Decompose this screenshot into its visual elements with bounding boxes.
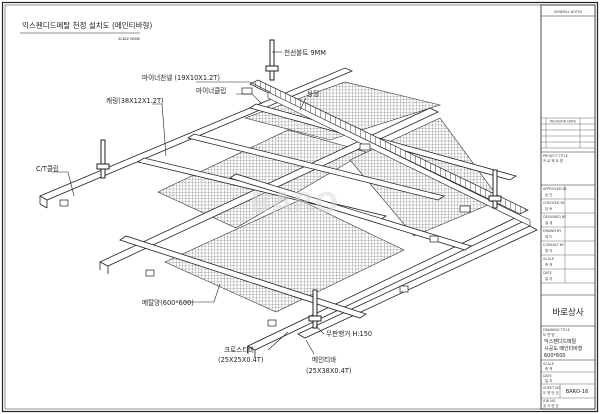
label-carrying: 캐링(38X12X1.2T) — [106, 97, 164, 105]
mesh-panel-bottom — [164, 199, 405, 313]
tb-field-checked: CHECKED BY — [543, 201, 566, 205]
tb-drawing-title-sub: 도 면 명 — [543, 332, 555, 337]
label-expanded-metal: 메탈망(600*600) — [142, 298, 194, 307]
drawing-scale: SCALE NONE — [118, 37, 140, 41]
tb-scale-value: 축 척 — [545, 366, 552, 371]
label-minor-channel: 마이너찬넬 (19X10X1.2T) — [142, 73, 220, 82]
tb-general-notes: GENERAL NOTES — [554, 10, 583, 14]
label-ct-clip: C/T클립 — [36, 165, 59, 173]
tb-field-consult-value: 협 의 — [545, 248, 552, 253]
tb-field-date-value: 일 자 — [545, 276, 553, 281]
tb-sheet-no-sub: 도 면 번 호 — [543, 390, 559, 395]
tb-project: PROJECT TITLE — [543, 154, 568, 158]
tb-field-checked-value: 검 토 — [545, 206, 552, 211]
label-main-tbar: 메인티바 — [312, 355, 336, 364]
tb-date-label: DATE — [543, 374, 552, 378]
drawing-title: 익스펜디드메탈 천정 설치도 (메인티바형) — [22, 20, 152, 30]
drawing-labels: 천선볼트 9MM 마이너찬넬 (19X10X1.2T) 마이너클립 용딩 캐링(… — [36, 48, 372, 375]
tb-drawing-title-label: DRAWING TITLE — [543, 328, 570, 332]
mesh-panel-top — [243, 81, 442, 141]
carrying-channel — [249, 79, 531, 227]
label-main-tbar-size: (25X38X0.4T) — [306, 367, 351, 375]
tb-field-drawn: DRAWN BY — [543, 229, 562, 233]
tb-project-sub: 프 로 젝 트 명 — [543, 158, 563, 163]
tb-fields: APPROVED BY 승 인 CHECKED BY 검 토 DESIGNED … — [541, 185, 595, 284]
label-minor-clip: 마이너클립 — [196, 86, 226, 95]
cross-tbars — [119, 103, 517, 319]
tb-sheet-no: BARO-16 — [566, 389, 589, 395]
label-cross-tbar-size: (25X25X0.4T) — [218, 356, 263, 364]
tb-sheet-no-label: SHEET NO. — [543, 386, 561, 390]
label-cross-tbar: 크로스티바 — [224, 345, 254, 354]
tb-rev-header: REVISION DATE — [550, 120, 576, 124]
tb-field-date: DATE — [543, 271, 552, 275]
leader-lines — [52, 51, 325, 355]
ceiling-isometric-drawing: BARO — [39, 39, 538, 358]
tb-drawing-title-line-1: 익스펜디드메탈 — [544, 338, 577, 345]
drawing-title-block: 익스펜디드메탈 천정 설치도 (메인티바형) SCALE NONE — [20, 20, 152, 41]
tb-drawing-title-line-3: 600*600 — [544, 353, 566, 359]
tb-field-consult: CONSULT BY — [543, 243, 565, 247]
tb-field-scale: SCALE — [543, 257, 554, 261]
tb-job-no-label: JOB NO. — [542, 399, 556, 403]
watermark: BARO — [250, 186, 338, 219]
tb-scale-label: SCALE — [543, 362, 554, 366]
tb-revision-grid — [541, 117, 595, 149]
tb-drawing-title-line-2: 시공도 메인티바형 — [544, 345, 582, 352]
hanger-rods — [96, 39, 502, 329]
tb-date-value: 일 자 — [545, 378, 553, 383]
clips — [59, 87, 471, 327]
label-welding: 용딩 — [307, 89, 319, 98]
tb-field-drawn-value: 제 도 — [545, 234, 552, 239]
tb-field-approved-value: 승 인 — [545, 192, 552, 197]
label-ceiling-bolt: 천선볼트 9MM — [284, 48, 326, 57]
label-hanger: 무판행거 H:150 — [326, 329, 372, 338]
tb-field-designed: DESIGNED BY — [543, 215, 567, 219]
tb-field-scale-value: 축 척 — [545, 262, 552, 267]
tb-company: 바로상사 — [552, 307, 583, 318]
tb-field-designed-value: 설 계 — [545, 220, 552, 225]
tb-job-no-sub: 공 사 번 호 — [543, 403, 559, 408]
tb-field-approved: APPROVED BY — [543, 187, 568, 191]
title-block: GENERAL NOTES REVISION DATE PROJECT TITL… — [540, 4, 596, 410]
